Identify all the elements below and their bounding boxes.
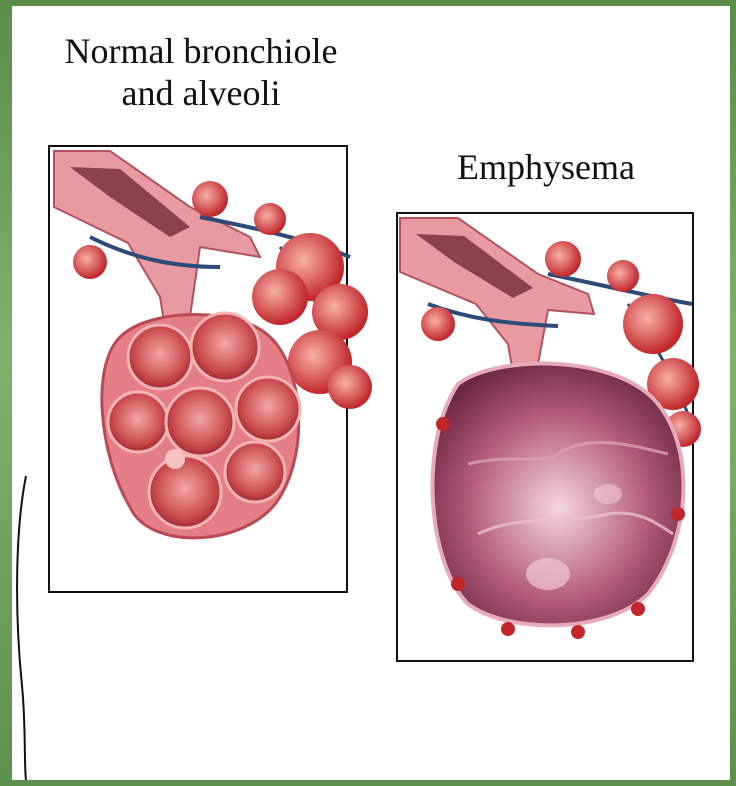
emphysema-illustration: [398, 214, 694, 660]
normal-title-line2: and alveoli: [0, 72, 402, 114]
emphysema-panel: [396, 212, 694, 662]
normal-alveoli-panel: [48, 145, 348, 593]
normal-title-line1: Normal bronchiole: [0, 30, 402, 72]
normal-title: Normal bronchiole and alveoli: [0, 30, 402, 114]
normal-alveoli-illustration: [50, 147, 380, 591]
slide-edge-curve: [12, 6, 28, 780]
emphysema-title: Emphysema: [396, 146, 696, 188]
